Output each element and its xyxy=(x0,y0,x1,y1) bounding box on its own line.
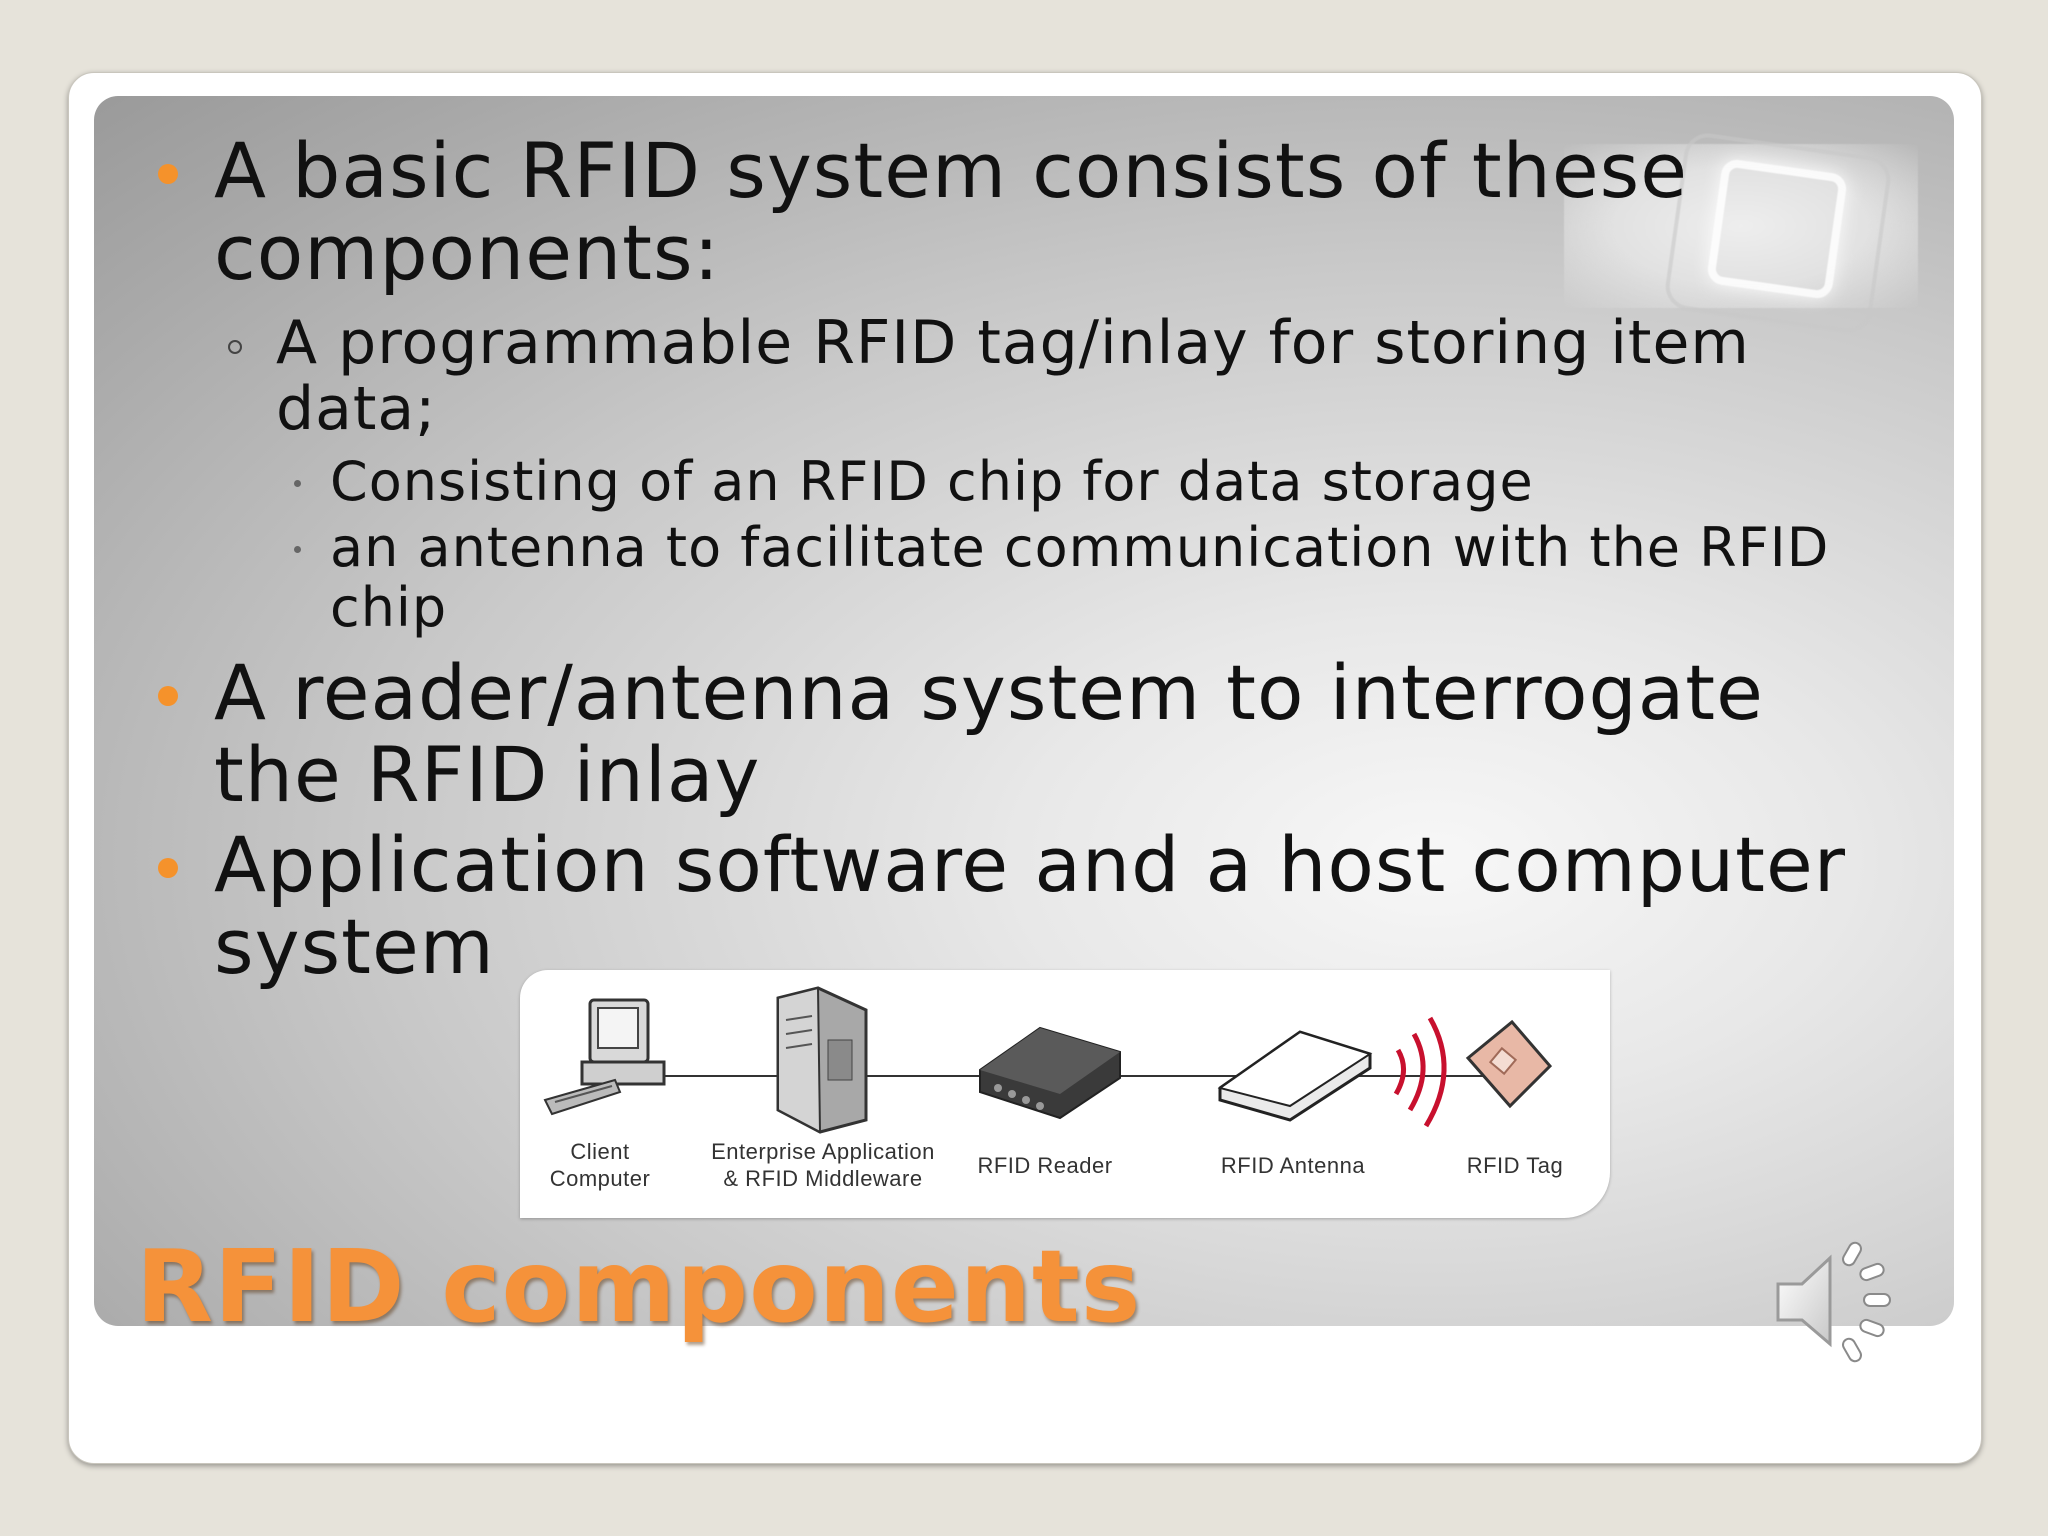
label-rfid-reader: RFID Reader xyxy=(977,1153,1113,1178)
rfid-tag-photo xyxy=(1564,130,1918,336)
client-computer-icon xyxy=(543,998,666,1116)
sub-sub-bullet-text: an antenna to facilitate communication w… xyxy=(330,516,1830,639)
sub-sub-bullet-text: Consisting of an RFID chip for data stor… xyxy=(330,450,1534,513)
speaker-graphic xyxy=(1776,1241,1891,1363)
bullet-list: A basic RFID system consists of these co… xyxy=(150,130,1900,988)
sub-bullet-ring xyxy=(228,340,242,354)
sub-bullet-item: A programmable RFID tag/inlay for storin… xyxy=(214,310,1900,442)
rfid-tag-icon xyxy=(1465,1019,1553,1109)
bullet-text: A basic RFID system consists of these co… xyxy=(214,126,1688,297)
label-client-computer: Client Computer xyxy=(549,1139,651,1191)
diagram-graphics xyxy=(543,986,1553,1134)
bullet-item: A reader/antenna system to interrogate t… xyxy=(150,652,1900,816)
slide-title: RFID components xyxy=(136,1228,1142,1345)
sub-sub-bullet-item: an antenna to facilitate communication w… xyxy=(276,518,1900,638)
speaker-icon[interactable] xyxy=(1772,1232,1912,1372)
sub-bullet-text: A programmable RFID tag/inlay for storin… xyxy=(276,308,1750,444)
rfid-reader-icon xyxy=(979,1026,1121,1120)
bullet-item: A basic RFID system consists of these co… xyxy=(150,130,1900,294)
bullet-dot xyxy=(158,164,178,184)
label-rfid-tag: RFID Tag xyxy=(1466,1153,1564,1178)
rfid-antenna-icon xyxy=(1217,1030,1373,1122)
bullet-dot xyxy=(158,686,178,706)
bullet-text: A reader/antenna system to interrogate t… xyxy=(214,648,1764,819)
bullet-text: Application software and a host computer… xyxy=(214,820,1846,991)
server-icon xyxy=(776,986,868,1134)
label-rfid-antenna: RFID Antenna xyxy=(1220,1153,1366,1178)
rfid-system-diagram: Client Computer Enterprise Application &… xyxy=(520,970,1610,1218)
sub-sub-bullet-dot xyxy=(294,480,301,487)
bullet-dot xyxy=(158,858,178,878)
sub-sub-bullet-dot xyxy=(294,546,301,553)
label-enterprise-app: Enterprise Application & RFID Middleware xyxy=(711,1139,935,1191)
bullet-item: Application software and a host computer… xyxy=(150,824,1900,988)
radio-waves-icon xyxy=(1393,1016,1447,1128)
sub-sub-bullet-item: Consisting of an RFID chip for data stor… xyxy=(276,452,1900,512)
